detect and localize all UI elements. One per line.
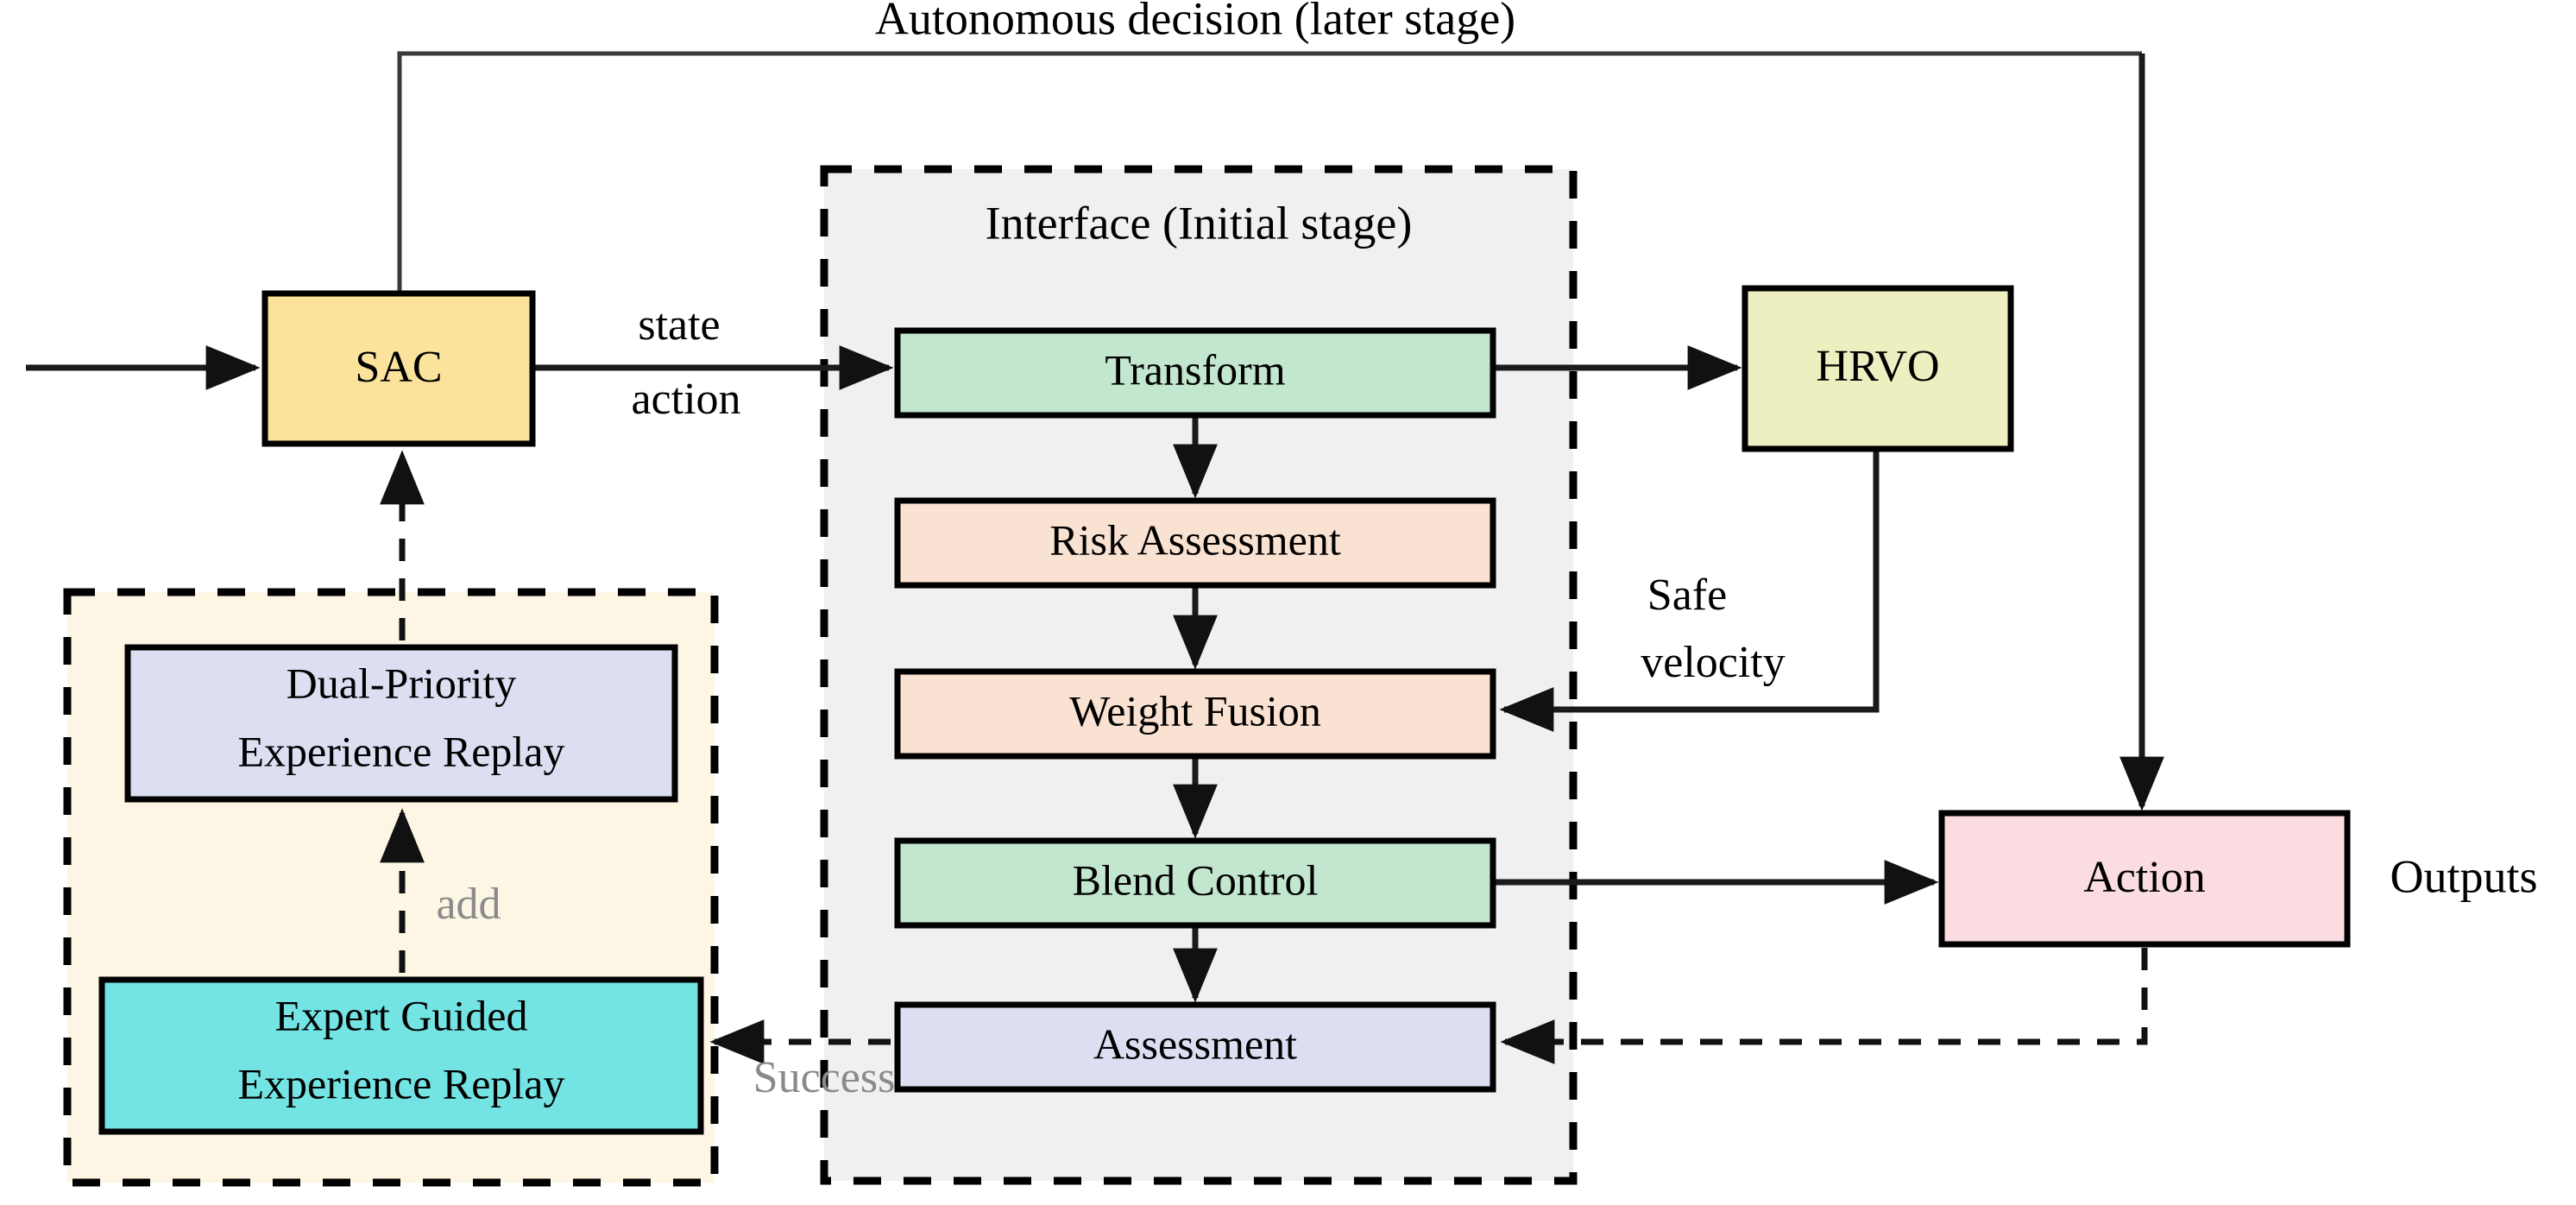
- node-dual-priority-label-line2: Experience Replay: [238, 727, 565, 775]
- node-blend-control-rect[interactable]: [894, 837, 1496, 929]
- edge-hrvo-to-weight-fusion: [1499, 451, 1880, 732]
- edge-autonomous-decision: [397, 51, 2142, 293]
- node-action-rect[interactable]: [1938, 810, 2351, 948]
- interface-group-border: [820, 165, 1578, 1185]
- autonomous-decision-caption: Autonomous decision (later stage): [875, 0, 1515, 44]
- node-weight-fusion-rect[interactable]: [894, 668, 1496, 760]
- node-dual-priority-label-line1: Dual-Priority: [287, 659, 517, 707]
- node-hrvo-rect[interactable]: [1741, 285, 2014, 452]
- interface-group-title: Interface (Initial stage): [986, 197, 1413, 249]
- node-expert-guided-experience-replay[interactable]: Expert Guided Experience Replay: [98, 976, 704, 1135]
- edge-label-velocity: velocity: [1641, 638, 1786, 687]
- node-assessment[interactable]: Assessment: [894, 1001, 1496, 1093]
- node-dual-priority-experience-replay[interactable]: Dual-Priority Experience Replay: [124, 644, 678, 803]
- node-weight-fusion[interactable]: Weight Fusion: [894, 668, 1496, 760]
- node-blend-control-label: Blend Control: [1073, 855, 1319, 904]
- node-assessment-label: Assessment: [1093, 1019, 1297, 1068]
- node-blend-control[interactable]: Blend Control: [894, 837, 1496, 929]
- node-sac[interactable]: SAC: [261, 290, 536, 447]
- outputs-label: Outputs: [2390, 850, 2537, 902]
- node-action-label: Action: [2083, 853, 2206, 902]
- edge-label-add: add: [436, 880, 501, 929]
- node-sac-label: SAC: [355, 343, 442, 392]
- node-action[interactable]: Action: [1938, 810, 2351, 948]
- node-sac-rect[interactable]: [261, 290, 536, 447]
- node-expert-guided-label-line2: Experience Replay: [238, 1059, 565, 1107]
- edge-action-to-assessment-feedback: [1500, 948, 2148, 1064]
- node-transform[interactable]: Transform: [894, 327, 1496, 419]
- node-dual-priority-rect[interactable]: [124, 644, 678, 803]
- node-assessment-rect[interactable]: [894, 1001, 1496, 1093]
- node-hrvo-label: HRVO: [1816, 342, 1939, 391]
- edge-label-action: action: [631, 375, 740, 424]
- node-transform-label: Transform: [1105, 345, 1285, 394]
- replay-group-border: [63, 588, 719, 1187]
- node-weight-fusion-label: Weight Fusion: [1069, 686, 1321, 735]
- edge-label-state: state: [638, 300, 720, 350]
- node-risk-assessment[interactable]: Risk Assessment: [894, 497, 1496, 589]
- edge-label-success: Success: [753, 1053, 896, 1102]
- node-risk-assessment-rect[interactable]: [894, 497, 1496, 589]
- node-risk-assessment-label: Risk Assessment: [1049, 515, 1341, 564]
- node-expert-guided-rect[interactable]: [98, 976, 704, 1135]
- edge-label-safe: Safe: [1647, 571, 1727, 620]
- node-expert-guided-label-line1: Expert Guided: [275, 991, 528, 1039]
- node-transform-rect[interactable]: [894, 327, 1496, 419]
- node-hrvo[interactable]: HRVO: [1741, 285, 2014, 452]
